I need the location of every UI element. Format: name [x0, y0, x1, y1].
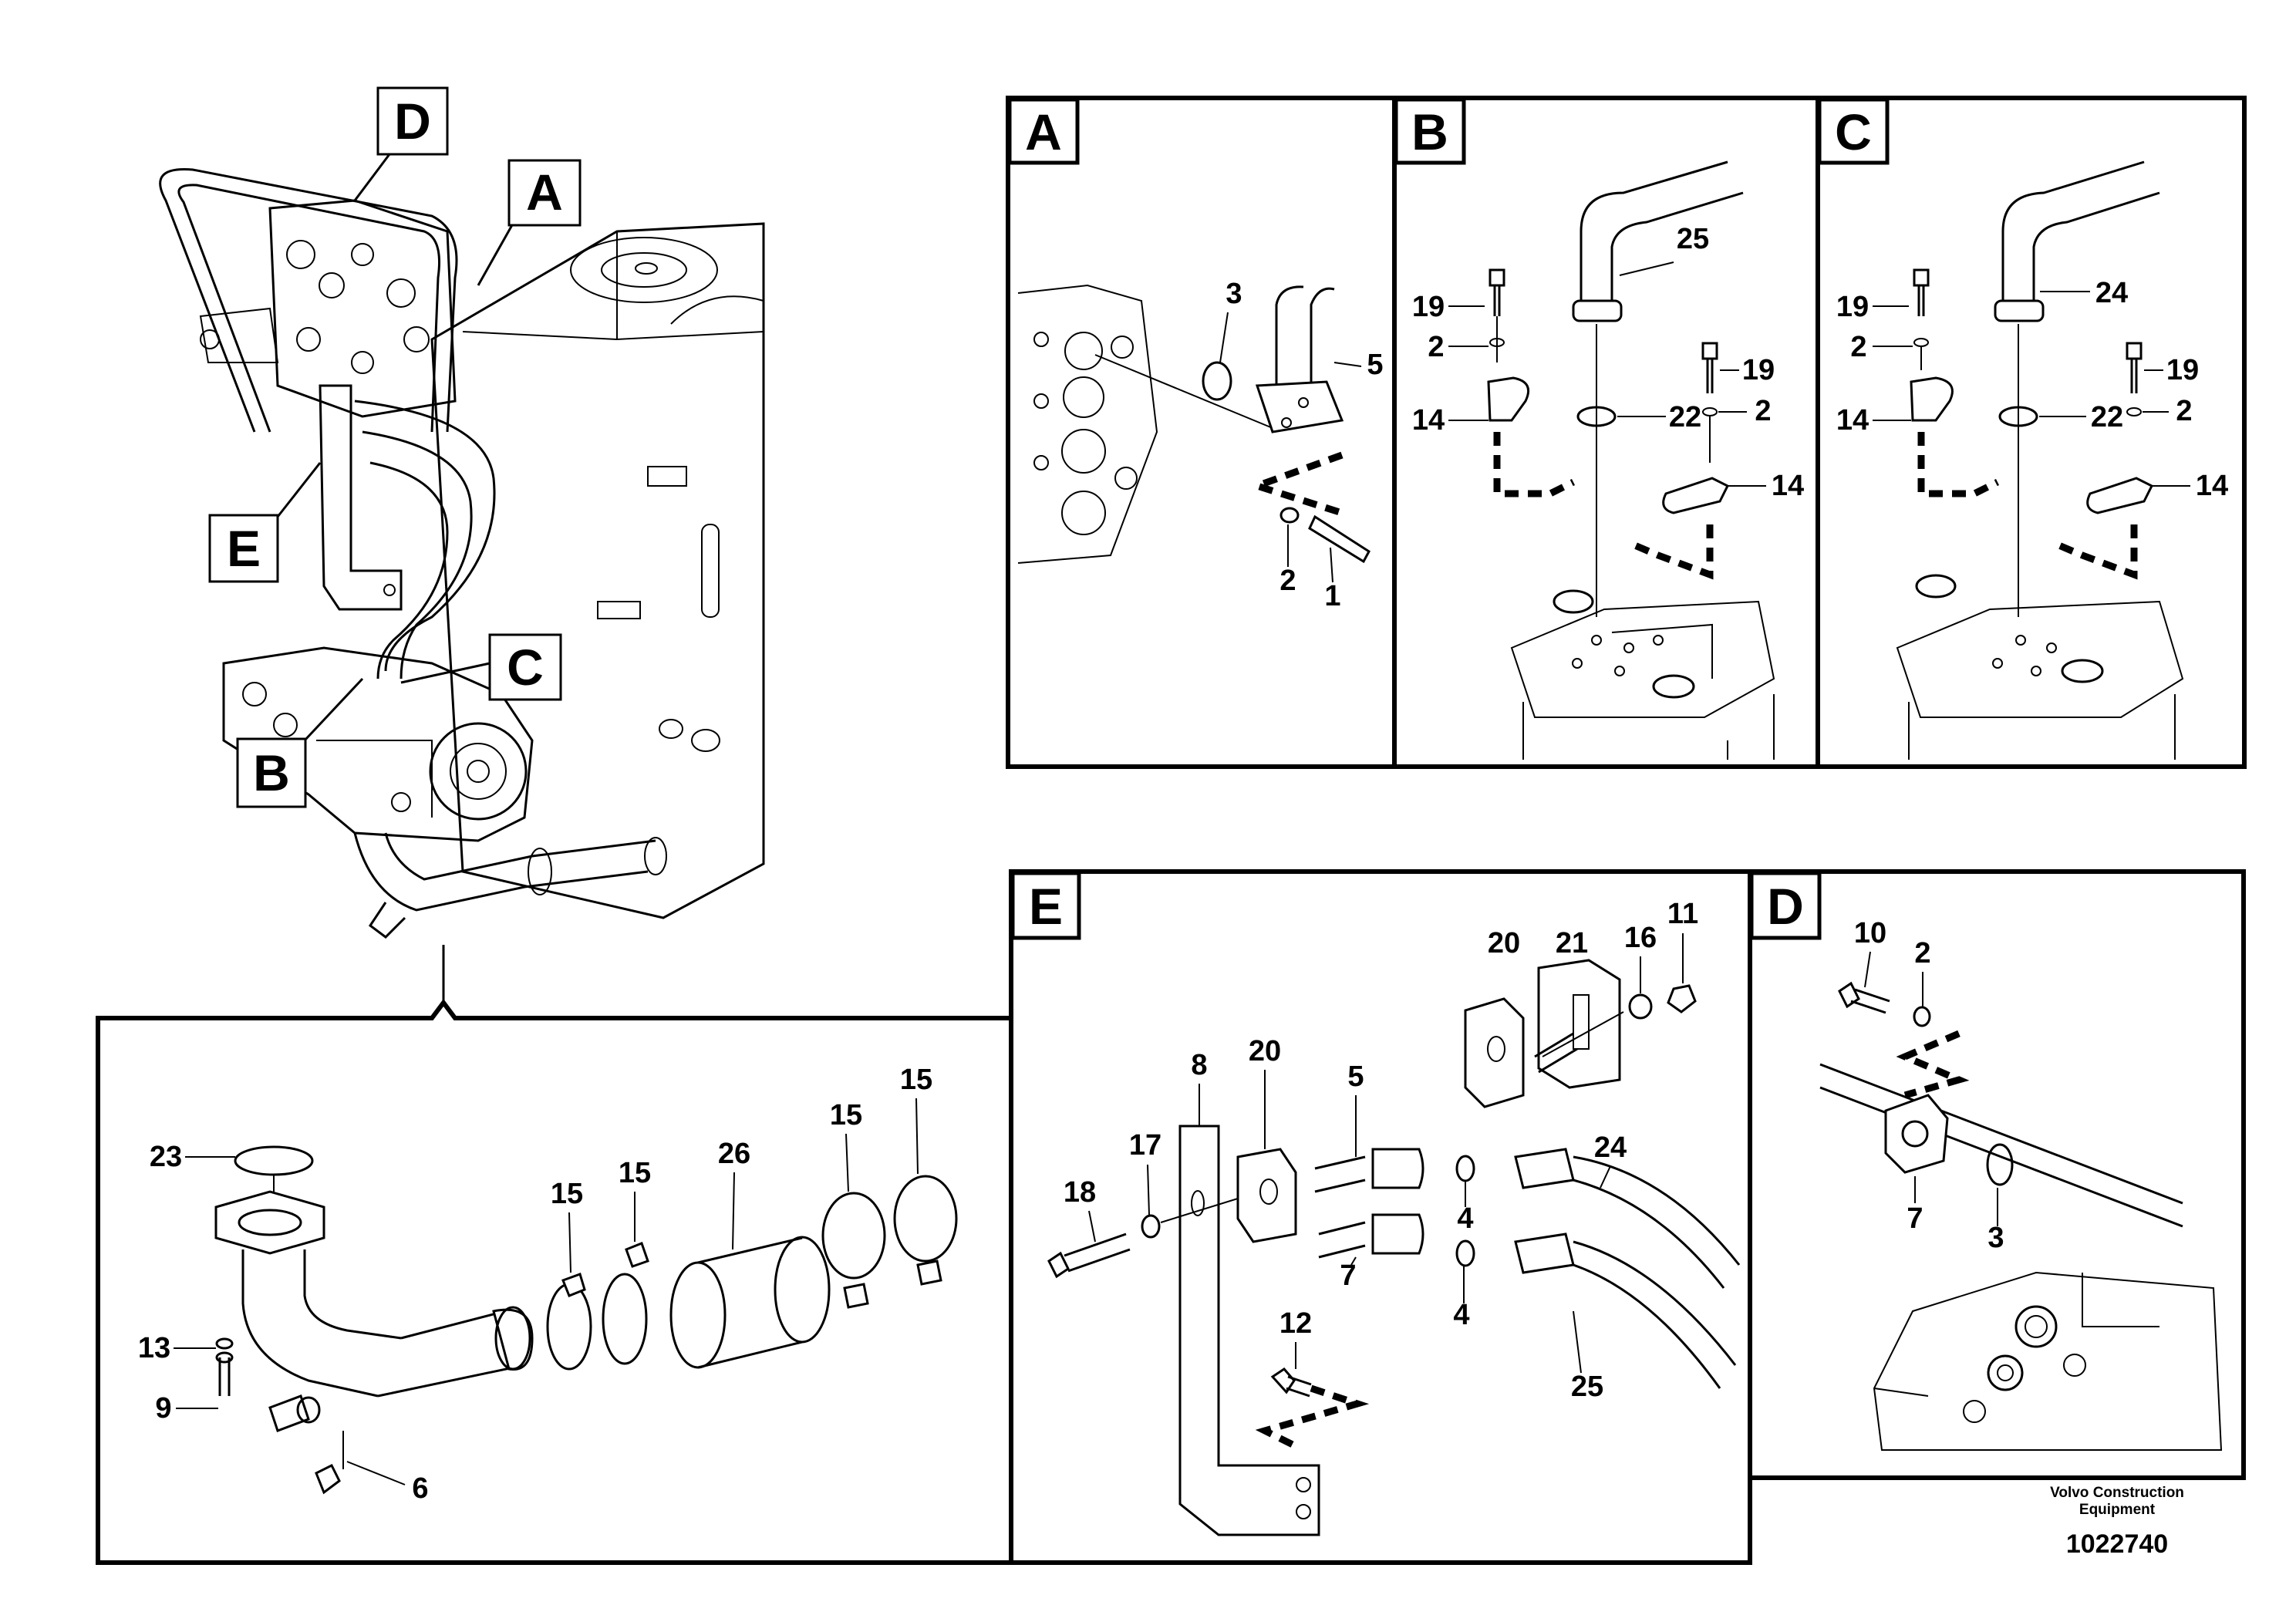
part-number-label: 15 — [900, 1064, 932, 1096]
overview-assembly — [159, 168, 765, 1003]
part-number-label: 12 — [1279, 1307, 1312, 1340]
part-number-label: 5 — [1367, 349, 1383, 381]
panel-tag-label: D — [394, 93, 431, 150]
part-number-label: 10 — [1854, 917, 1886, 949]
part-number-label: 22 — [1669, 401, 1701, 433]
part-number-label: 15 — [619, 1157, 651, 1189]
detail-panel-c: C 19 2 24 14 22 19 — [1816, 96, 2247, 769]
panel-tag-label: C — [507, 639, 544, 696]
callout-tag-a: A — [477, 159, 582, 286]
part-number-label: 19 — [1412, 291, 1445, 323]
part-number-label: 19 — [1742, 354, 1775, 386]
part-number-label: 7 — [1907, 1202, 1923, 1235]
detail-panel-d: D 10 2 7 3 — [1748, 869, 2246, 1480]
part-number-label: 15 — [830, 1099, 862, 1131]
callout-tag-c: C — [400, 633, 562, 701]
panel-tag-label: D — [1767, 878, 1804, 935]
callout-tag-b: B — [236, 677, 364, 808]
part-number-label: 6 — [412, 1472, 428, 1505]
part-number-label: 8 — [1191, 1049, 1207, 1081]
part-number-label: 18 — [1064, 1176, 1096, 1209]
panel-tag-label: E — [1029, 878, 1063, 935]
part-number-label: 2 — [1428, 331, 1444, 363]
detail-panel-e: E — [1009, 869, 1752, 1565]
part-number-label: 3 — [1988, 1222, 2004, 1254]
part-number-label: 14 — [1836, 404, 1869, 437]
part-number-label: 9 — [155, 1392, 171, 1425]
part-number-label: 2 — [1279, 565, 1296, 597]
part-number-label: 2 — [1755, 395, 1771, 427]
part-number-label: 2 — [2176, 395, 2192, 427]
detail-panel-suction: 23 13 9 6 15 15 26 15 15 — [96, 999, 1013, 1565]
part-number-label: 2 — [1914, 937, 1930, 969]
detail-panel-a: A 3 5 2 1 — [1006, 96, 1397, 769]
part-number-label: 4 — [1457, 1202, 1473, 1235]
part-number-label: 13 — [138, 1332, 170, 1364]
part-number-label: 14 — [1412, 404, 1445, 437]
part-number-label: 19 — [1836, 291, 1869, 323]
part-number-label: 25 — [1571, 1371, 1603, 1403]
part-number-label: 17 — [1129, 1129, 1161, 1162]
panel-tag-label: A — [526, 164, 563, 221]
part-number-label: 15 — [551, 1178, 583, 1210]
part-number-label: 16 — [1624, 922, 1657, 954]
part-number-label: 11 — [1667, 898, 1698, 930]
part-number-label: 14 — [2196, 470, 2228, 502]
footer-branding: Volvo Construction Equipment 1022740 — [2050, 1485, 2184, 1559]
part-number-label: 1 — [1324, 580, 1340, 612]
part-number-label: 25 — [1677, 223, 1709, 255]
callout-tag-e: E — [208, 462, 322, 583]
part-number-label: 23 — [150, 1141, 182, 1173]
detail-panel-b: B 19 2 25 — [1392, 96, 1820, 769]
part-number-label: 5 — [1347, 1061, 1364, 1093]
part-number-label: 21 — [1556, 927, 1588, 959]
part-number-label: 4 — [1453, 1299, 1469, 1331]
part-number-label: 14 — [1772, 470, 1804, 502]
part-number-label: 19 — [2166, 354, 2199, 386]
part-number-label: 3 — [1226, 278, 1242, 310]
part-number-label: 20 — [1249, 1035, 1281, 1067]
part-number-label: 24 — [1594, 1131, 1627, 1164]
panel-tag-label: A — [1025, 103, 1062, 160]
panel-tag-label: B — [1411, 103, 1448, 160]
part-number-label: 22 — [2091, 401, 2123, 433]
part-number-label: 20 — [1488, 927, 1520, 959]
brand-line-1: Volvo Construction — [2050, 1485, 2184, 1501]
panel-tag-label: B — [253, 744, 290, 801]
document-number: 1022740 — [2066, 1529, 2168, 1559]
part-number-label: 24 — [2095, 277, 2128, 309]
panel-tag-label: C — [1835, 103, 1872, 160]
callout-tag-d: D — [353, 86, 449, 201]
panel-tag-label: E — [227, 520, 261, 577]
part-number-label: 2 — [1850, 331, 1866, 363]
brand-line-2: Equipment — [2079, 1502, 2156, 1518]
part-number-label: 7 — [1340, 1259, 1356, 1292]
part-number-label: 26 — [718, 1138, 750, 1170]
